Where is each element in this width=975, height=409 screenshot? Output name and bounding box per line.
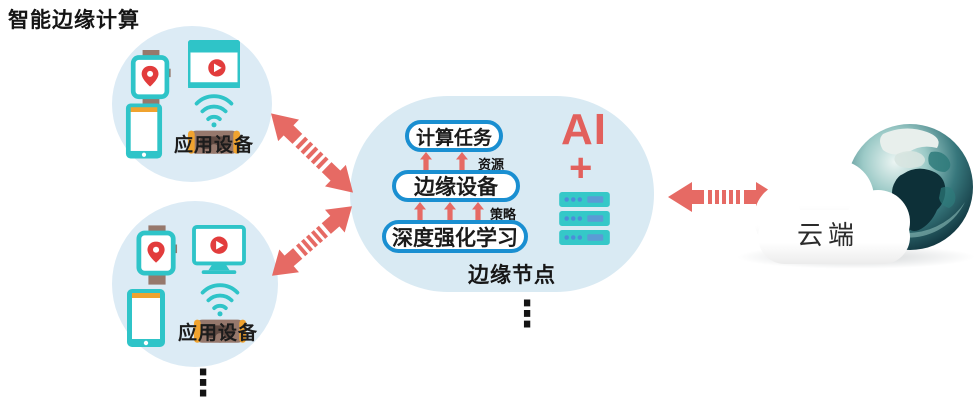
tv-icon bbox=[192, 225, 246, 275]
edge-node-label: 边缘节点 bbox=[468, 264, 556, 287]
smartwatch-icon bbox=[136, 225, 178, 285]
up-arrow-icon bbox=[414, 202, 426, 220]
computing-task-pill: 计算任务 bbox=[405, 120, 503, 152]
cloud-label: 云端 bbox=[797, 220, 860, 250]
globe-icon bbox=[847, 124, 973, 250]
device-group-label: 应用设备 bbox=[174, 135, 255, 156]
server-icon bbox=[559, 230, 610, 245]
server-icon bbox=[559, 192, 610, 207]
edge-device-pill: 边缘设备 bbox=[392, 170, 520, 202]
wifi-icon bbox=[194, 94, 234, 121]
edge-node-group: 计算任务 资源 边缘设备 策略 深度强化学习 AI + bbox=[350, 96, 654, 292]
vertical-ellipsis: ⋮ bbox=[509, 294, 545, 335]
up-arrow-icon bbox=[456, 152, 468, 170]
page-title: 智能边缘计算 bbox=[8, 9, 140, 32]
smartphone-icon bbox=[127, 289, 165, 347]
device-group-2: 应用设备 bbox=[112, 201, 278, 367]
server-stack-icon bbox=[558, 192, 611, 245]
video-player-icon bbox=[188, 40, 240, 88]
server-icon bbox=[559, 211, 610, 226]
double-arrow-icon bbox=[272, 206, 352, 276]
vr-headset-icon bbox=[193, 283, 247, 343]
smartphone-icon bbox=[125, 103, 163, 159]
device-group-1: 应用设备 bbox=[112, 26, 272, 182]
up-arrow-icon bbox=[420, 152, 432, 170]
deep-rl-pill: 深度强化学习 bbox=[382, 220, 528, 253]
plus-label: + bbox=[569, 146, 593, 190]
device-group-label: 应用设备 bbox=[178, 323, 259, 344]
vertical-ellipsis: ⋮ bbox=[185, 363, 221, 404]
smartwatch-icon bbox=[130, 50, 171, 108]
up-arrow-icon bbox=[444, 202, 456, 220]
up-arrow-icon bbox=[472, 202, 484, 220]
double-arrow-icon bbox=[270, 113, 354, 193]
vr-headset-icon bbox=[187, 94, 241, 154]
cloud-icon bbox=[754, 160, 910, 264]
resource-label: 资源 bbox=[478, 157, 505, 172]
wifi-icon bbox=[200, 283, 240, 310]
policy-label: 策略 bbox=[490, 207, 517, 222]
ai-label: AI bbox=[561, 105, 607, 154]
